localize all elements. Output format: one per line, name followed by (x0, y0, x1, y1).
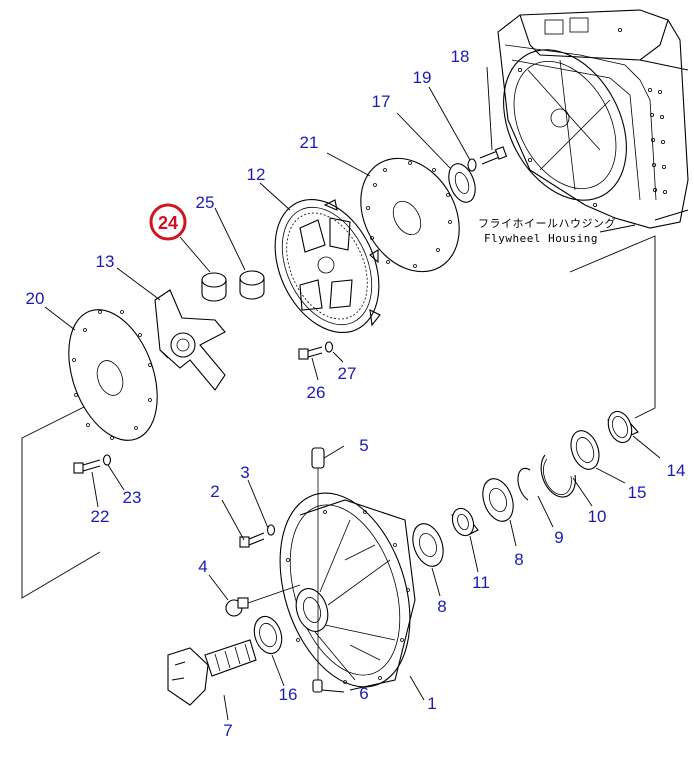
label-part-1[interactable]: 1 (427, 694, 436, 713)
label-part-2[interactable]: 2 (210, 482, 219, 501)
seal-part-17 (448, 163, 476, 203)
label-part-21[interactable]: 21 (300, 133, 319, 152)
label-part-11[interactable]: 11 (472, 573, 490, 592)
spider-part-13 (154, 289, 226, 391)
label-part-12[interactable]: 12 (247, 165, 266, 184)
fitting-part-5 (311, 447, 325, 680)
disc-part-20 (68, 309, 158, 441)
label-part-9[interactable]: 9 (554, 528, 563, 547)
plate-part-21 (360, 157, 460, 273)
bolt-part-26 (298, 346, 323, 360)
label-part-26[interactable]: 26 (307, 383, 326, 402)
shaft-part-7 (167, 639, 257, 706)
part-labels: 1 2 3 4 5 6 7 8 8 9 10 11 12 13 14 15 16… (26, 47, 686, 740)
sleeve-part-14 (607, 410, 639, 444)
label-part-15[interactable]: 15 (628, 483, 647, 502)
label-part-20[interactable]: 20 (26, 289, 45, 308)
label-part-5[interactable]: 5 (359, 436, 368, 455)
snap-ring-part-10 (540, 454, 576, 498)
label-part-13[interactable]: 13 (96, 252, 115, 271)
label-part-19[interactable]: 19 (413, 68, 432, 87)
bolt-part-2 (239, 532, 265, 548)
label-part-27[interactable]: 27 (338, 364, 357, 383)
label-part-8-lower[interactable]: 8 (437, 597, 446, 616)
bearing-part-8-upper (482, 478, 514, 522)
washer-part-23 (102, 454, 112, 466)
leader-lines (44, 66, 661, 721)
flywheel-housing (497, 9, 689, 229)
label-part-18[interactable]: 18 (451, 47, 470, 66)
washer-part-19 (467, 158, 477, 172)
seal-part-16 (253, 615, 283, 655)
coupling-part-12 (274, 198, 381, 334)
label-part-4[interactable]: 4 (198, 557, 207, 576)
bearing-part-15 (570, 430, 600, 470)
bolt-part-22 (73, 459, 101, 474)
bushing-part-24 (201, 272, 227, 302)
housing-caption-en: Flywheel Housing (484, 232, 598, 245)
washer-part-27 (324, 341, 334, 353)
assembly-lines (21, 235, 656, 599)
label-part-7[interactable]: 7 (223, 721, 232, 740)
bearing-part-8-lower (412, 523, 444, 567)
bushing-part-25 (239, 270, 265, 300)
label-part-14[interactable]: 14 (667, 461, 686, 480)
housing-part-1 (279, 492, 416, 691)
label-part-10[interactable]: 10 (588, 507, 607, 526)
label-part-3[interactable]: 3 (240, 463, 249, 482)
snap-ring-part-9 (517, 467, 531, 501)
label-part-22[interactable]: 22 (91, 507, 110, 526)
label-part-23[interactable]: 23 (123, 488, 142, 507)
plug-part-6 (312, 679, 323, 693)
label-part-17[interactable]: 17 (372, 92, 391, 111)
sleeve-part-11 (451, 507, 479, 537)
label-part-6[interactable]: 6 (359, 684, 368, 703)
label-part-8-upper[interactable]: 8 (514, 550, 523, 569)
label-part-24[interactable]: 24 (158, 213, 178, 233)
bolt-part-18 (479, 146, 508, 165)
washer-part-3 (266, 524, 276, 536)
nipple-part-4 (225, 584, 301, 617)
highlight-ring-part-24 (149, 203, 187, 241)
label-part-16[interactable]: 16 (279, 685, 298, 704)
housing-caption-jp: フライホイールハウジング (478, 216, 616, 230)
label-part-25[interactable]: 25 (196, 193, 215, 212)
